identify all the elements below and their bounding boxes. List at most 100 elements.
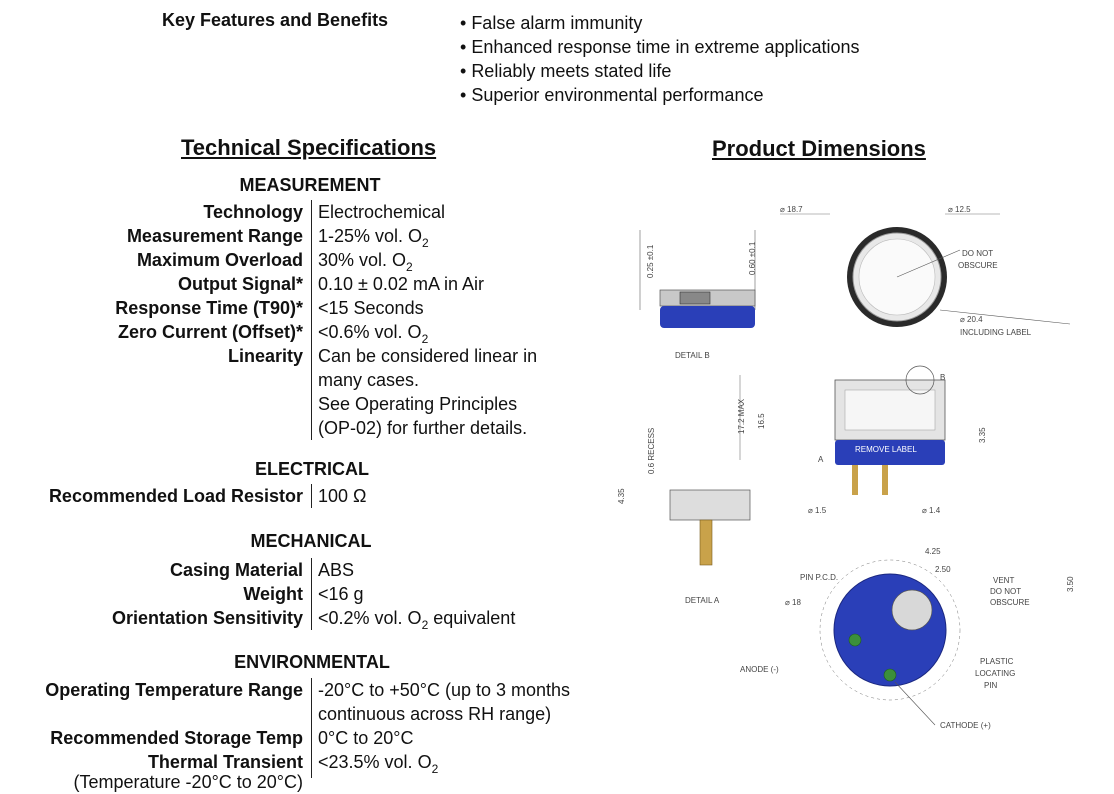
dim-label: 16.5 — [757, 413, 766, 429]
dim-label: DO NOT — [990, 587, 1021, 596]
dim-label: ⌀ 18 — [785, 598, 801, 607]
detail-b-label: DETAIL B — [675, 351, 710, 360]
spec-label: (Temperature -20°C to 20°C) — [73, 772, 303, 792]
spec-value-line: (OP-02) for further details. — [318, 418, 528, 438]
spec-label: Maximum Overload — [136, 250, 303, 270]
dim-label: OBSCURE — [958, 261, 998, 270]
spec-value: <0.6% vol. O2 — [318, 322, 429, 346]
spec-value: 0.10 ± 0.02 mA in Air — [318, 274, 484, 294]
spec-value: <16 g — [318, 584, 364, 604]
dim-label: ⌀ 12.5 — [948, 205, 971, 214]
spec-label: Casing Material — [169, 560, 303, 580]
spec-separator — [311, 200, 312, 440]
spec-row-orientation: Orientation Sensitivity <0.2% vol. O2 eq… — [0, 606, 1114, 632]
dim-label: ⌀ 18.7 — [780, 205, 803, 214]
spec-label: Thermal Transient — [147, 752, 303, 772]
dim-label: PIN P.C.D. — [800, 573, 838, 582]
feature-item: False alarm immunity — [460, 11, 860, 35]
spec-row-load: Recommended Load Resistor 100 Ω — [0, 484, 1114, 508]
dim-label: ANODE (-) — [740, 665, 779, 674]
spec-label: Measurement Range — [126, 226, 303, 246]
spec-value: <23.5% vol. O2 — [318, 752, 439, 776]
tech-specs-heading: Technical Specifications — [181, 135, 437, 160]
dim-label: 0.6 RECESS — [647, 428, 656, 474]
dim-label: CATHODE (+) — [940, 721, 991, 730]
dim-label: 2.50 — [935, 565, 951, 574]
spec-row-thermal-cont: (Temperature -20°C to 20°C) — [0, 770, 1114, 794]
spec-label: Output Signal* — [178, 274, 303, 294]
dim-label: 0.25 ±0.1 — [646, 244, 655, 278]
feature-item: Superior environmental performance — [460, 83, 860, 107]
letter-b: B — [940, 373, 945, 382]
spec-separator — [311, 558, 312, 630]
spec-row-overload: Maximum Overload 30% vol. O2 — [0, 248, 1114, 274]
dim-label: ⌀ 1.5 — [808, 506, 827, 515]
spec-separator — [311, 678, 312, 778]
side-view: B A REMOVE LABEL 17.2 MAX 16.5 3.35 ⌀ 1.… — [737, 365, 987, 515]
detail-a: 0.6 RECESS 4.35 DETAIL A — [617, 428, 751, 605]
feature-item: Reliably meets stated life — [460, 59, 860, 83]
dim-label: OBSCURE — [990, 598, 1030, 607]
spec-row-weight: Weight <16 g — [0, 582, 1114, 606]
section-mechanical: MECHANICAL — [250, 531, 372, 551]
dim-label: 0.60 ±0.1 — [748, 241, 757, 275]
spec-value: 30% vol. O2 — [318, 250, 413, 274]
dim-label: ⌀ 20.4 — [960, 315, 983, 324]
spec-row-thermal: Thermal Transient <23.5% vol. O2 — [0, 750, 1114, 776]
spec-label: Recommended Storage Temp — [50, 728, 303, 748]
dim-label: DO NOT — [962, 249, 993, 258]
spec-value: 1-25% vol. O2 — [318, 226, 429, 250]
spec-separator — [311, 484, 312, 508]
section-environmental: ENVIRONMENTAL — [234, 652, 390, 672]
product-dimensions-heading: Product Dimensions — [712, 136, 926, 161]
spec-label: Orientation Sensitivity — [111, 608, 303, 628]
spec-value: 0°C to 20°C — [318, 728, 414, 748]
key-features-list: False alarm immunity Enhanced response t… — [460, 11, 860, 107]
spec-value: <0.2% vol. O2 equivalent — [318, 608, 516, 632]
dim-label: 3.35 — [978, 427, 987, 443]
remove-label-text: REMOVE LABEL — [855, 445, 917, 454]
dim-label: PIN — [984, 681, 998, 690]
spec-value: ABS — [318, 560, 355, 580]
dim-label: INCLUDING LABEL — [960, 328, 1032, 337]
spec-value-line: See Operating Principles — [318, 394, 518, 414]
dim-label: ⌀ 1.4 — [922, 506, 941, 515]
detail-a-label: DETAIL A — [685, 596, 720, 605]
spec-value-line: -20°C to +50°C (up to 3 months — [318, 680, 571, 700]
section-measurement: MEASUREMENT — [239, 175, 381, 195]
detail-b: 0.25 ±0.1 0.60 ±0.1 DETAIL B — [639, 230, 757, 360]
spec-label: Linearity — [227, 346, 303, 366]
spec-value: <15 Seconds — [318, 298, 424, 318]
spec-row-output: Output Signal* 0.10 ± 0.02 mA in Air — [0, 272, 1114, 296]
spec-row-op-temp: Operating Temperature Range -20°C to +50… — [0, 678, 1114, 726]
spec-value-line: continuous across RH range) — [318, 704, 552, 724]
spec-row-storage: Recommended Storage Temp 0°C to 20°C — [0, 726, 1114, 750]
spec-label: Zero Current (Offset)* — [117, 322, 303, 342]
dim-label: VENT — [993, 576, 1014, 585]
spec-row-linearity: Linearity Can be considered linear in ma… — [0, 344, 1114, 440]
dim-label: 17.2 MAX — [737, 398, 746, 434]
section-electrical: ELECTRICAL — [255, 459, 369, 479]
spec-row-technology: Technology Electrochemical — [0, 200, 1114, 224]
bottom-view: PIN P.C.D. ⌀ 18 4.25 2.50 VENT DO NOT OB… — [740, 547, 1075, 730]
dim-label: 4.35 — [617, 488, 626, 504]
dim-label: PLASTIC — [980, 657, 1014, 666]
spec-row-zero: Zero Current (Offset)* <0.6% vol. O2 — [0, 320, 1114, 346]
spec-value-line: many cases. — [318, 370, 420, 390]
spec-label: Response Time (T90)* — [115, 298, 303, 318]
spec-row-response: Response Time (T90)* <15 Seconds — [0, 296, 1114, 320]
dim-label: LOCATING — [975, 669, 1015, 678]
product-dimension-drawing: 0.25 ±0.1 0.60 ±0.1 DETAIL B ⌀ 18.7 ⌀ 12… — [617, 205, 1075, 730]
letter-a: A — [818, 455, 824, 464]
spec-label: Operating Temperature Range — [45, 680, 303, 700]
dim-label: 4.25 — [925, 547, 941, 556]
spec-label: Weight — [243, 584, 303, 604]
dim-label: 3.50 — [1066, 576, 1075, 592]
spec-value: 100 Ω — [318, 486, 367, 506]
spec-row-casing: Casing Material ABS — [0, 558, 1114, 582]
key-features-label: Key Features and Benefits — [162, 10, 389, 30]
spec-value: Electrochemical — [318, 202, 446, 222]
spec-value-line: Can be considered linear in — [318, 346, 538, 366]
feature-item: Enhanced response time in extreme applic… — [460, 35, 859, 59]
spec-label: Technology — [203, 202, 303, 222]
